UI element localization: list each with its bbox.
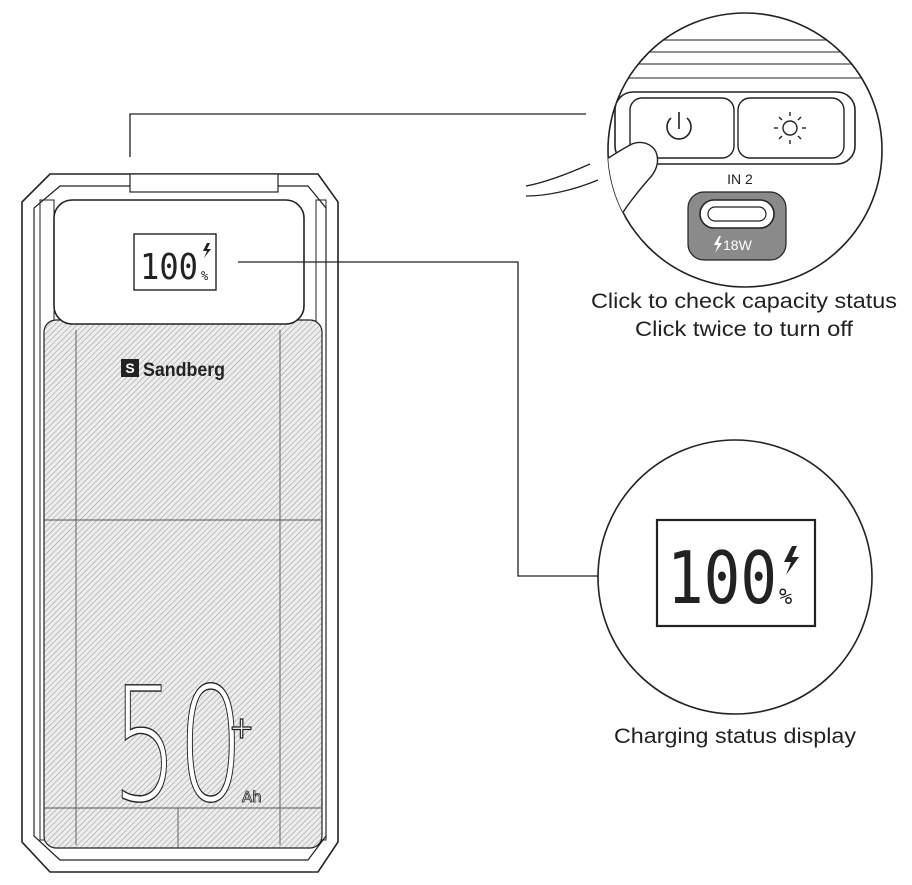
- display-callout: 100 %: [597, 439, 873, 715]
- device-lcd-unit: %: [201, 269, 209, 283]
- button-caption-line1: Click to check capacity status: [591, 290, 897, 313]
- light-icon: [774, 112, 806, 144]
- zoomed-lcd-lightning-icon: [784, 546, 799, 575]
- brand-name: Sandberg: [143, 360, 225, 381]
- top-cap: [129, 173, 279, 193]
- sandberg-logo-icon: [121, 359, 139, 377]
- sandberg-logo-icon-mark: S: [125, 360, 134, 376]
- device-lcd: [133, 233, 217, 291]
- finger-tail: [525, 163, 599, 197]
- usb-c-port-inner: [707, 206, 767, 222]
- device-lcd-lightning-icon: [203, 243, 211, 258]
- leader-line-button: [129, 113, 586, 157]
- display-caption: Charging status display: [614, 725, 857, 748]
- zoomed-lcd: [655, 518, 817, 628]
- capacity-plus: +: [229, 711, 254, 746]
- power-button[interactable]: [629, 97, 735, 159]
- light-button[interactable]: [737, 97, 845, 159]
- port-power: 18W: [723, 237, 753, 253]
- power-bank-inner-shell: [33, 185, 327, 861]
- capacity-value: 50: [112, 654, 244, 838]
- zoomed-lcd-value: 100: [667, 536, 777, 620]
- power-bank: 100 % S Sandberg 50 + Ah: [21, 173, 339, 873]
- power-icon: [666, 112, 692, 140]
- capacity-unit: Ah: [242, 788, 262, 806]
- port-lightning-icon: [714, 236, 722, 253]
- button-callout: IN 2 18W: [525, 12, 883, 288]
- device-lcd-value: 100: [140, 247, 198, 288]
- leader-line-display: [238, 261, 598, 577]
- zoomed-lcd-unit: %: [779, 585, 792, 610]
- button-caption-line2: Click twice to turn off: [635, 318, 853, 341]
- port-label: IN 2: [727, 171, 753, 187]
